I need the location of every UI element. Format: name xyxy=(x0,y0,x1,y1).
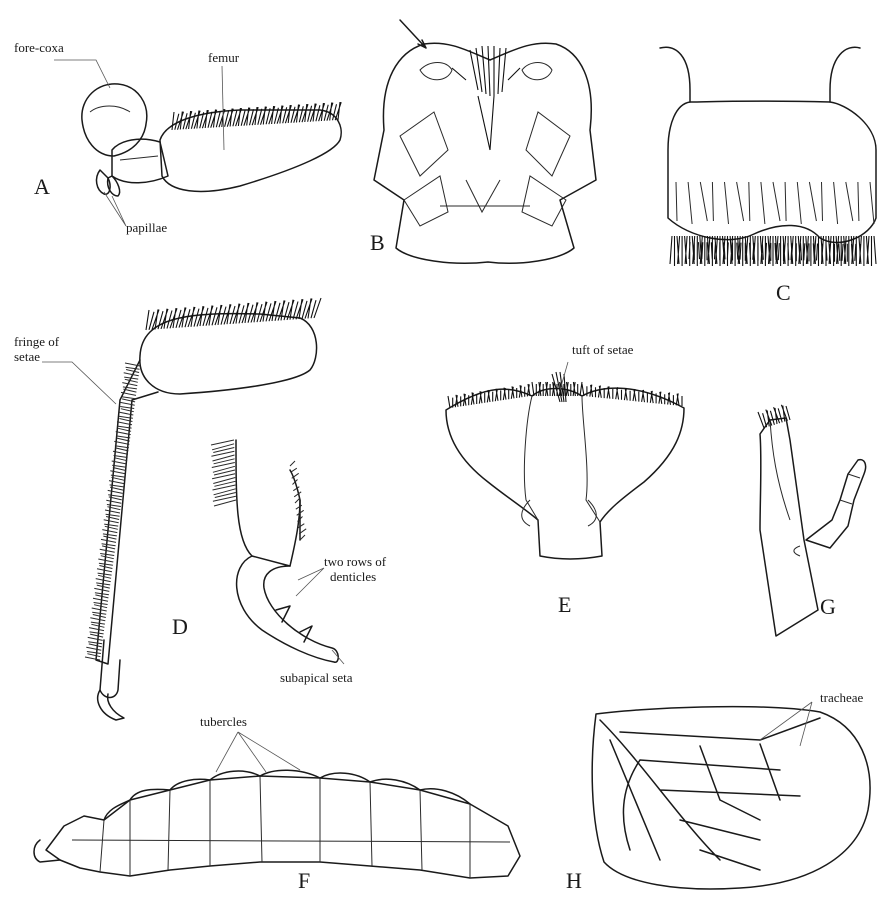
panel-letter-d: D xyxy=(172,614,188,639)
panel-letter-h: H xyxy=(566,868,582,893)
panel-letter-e: E xyxy=(558,592,571,617)
femur-leader xyxy=(222,66,224,150)
fringe-of-setae-leader xyxy=(42,362,116,404)
panel-d-claw-detail-drawing xyxy=(211,440,338,662)
fore-coxa-label: fore-coxa xyxy=(14,40,64,55)
papillae-leader xyxy=(104,192,126,226)
panel-letter-a: A xyxy=(34,174,50,199)
tubercles-label: tubercles xyxy=(200,714,247,729)
subapical-seta-label: subapical seta xyxy=(280,670,353,685)
two-rows-denticles-label: two rows of denticles xyxy=(324,554,389,584)
panel-c-plate-drawing xyxy=(660,47,876,266)
two-rows-denticles-leader xyxy=(296,568,324,596)
tracheae-label: tracheae xyxy=(820,690,864,705)
panel-letter-b: B xyxy=(370,230,385,255)
panel-h-gill-drawing xyxy=(592,707,870,889)
femur-label: femur xyxy=(208,50,240,65)
panel-d-leg-drawing xyxy=(85,298,321,720)
tuft-of-setae-label: tuft of setae xyxy=(572,342,634,357)
tubercles-leader xyxy=(216,732,300,772)
panel-f-abdomen-drawing xyxy=(34,770,520,878)
panel-letter-c: C xyxy=(776,280,791,305)
panel-a-foreleg-drawing xyxy=(82,84,341,196)
fringe-of-setae-label: fringe of setae xyxy=(14,334,62,364)
panel-letter-f: F xyxy=(298,868,310,893)
panel-g-appendage-drawing xyxy=(758,405,866,636)
papillae-label: papillae xyxy=(126,220,167,235)
panel-letter-g: G xyxy=(820,594,836,619)
fore-coxa-leader xyxy=(54,60,110,88)
panel-e-plate-drawing xyxy=(446,372,684,559)
arrow-pointer xyxy=(400,20,426,48)
panel-b-head-drawing xyxy=(374,43,596,263)
